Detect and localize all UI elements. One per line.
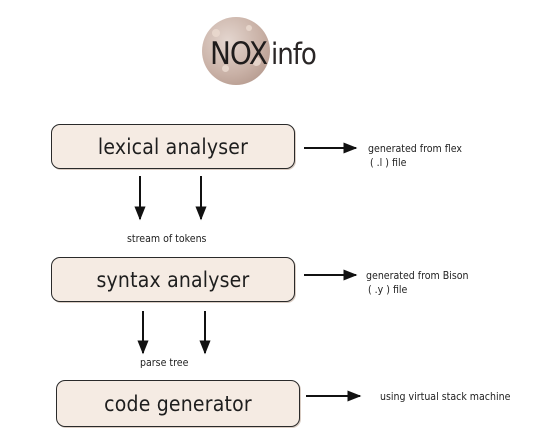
- note-code: using virtual stack machine: [380, 390, 510, 404]
- note-syntax: generated from Bison ( .y ) file: [366, 269, 469, 297]
- stage-box-code-generator: code generator: [56, 380, 300, 427]
- logo-brand: NOX: [210, 36, 268, 72]
- stage-label: lexical analyser: [97, 134, 249, 159]
- note-line: ( .l ) file: [370, 157, 407, 169]
- stage-box-syntax-analyser: syntax analyser: [51, 257, 295, 302]
- stage-label: syntax analyser: [96, 267, 250, 292]
- note-line: ( .y ) file: [368, 284, 408, 296]
- connection-label-stream-of-tokens: stream of tokens: [127, 233, 207, 245]
- note-line: using virtual stack machine: [380, 391, 511, 403]
- stage-box-lexical-analyser: lexical analyser: [51, 124, 295, 169]
- logo-suffix: info: [270, 37, 317, 71]
- logo-disc: [202, 17, 270, 85]
- note-line: generated from flex: [368, 143, 462, 155]
- note-lexical: generated from flex ( .l ) file: [368, 142, 462, 170]
- connection-label-parse-tree: parse tree: [140, 357, 189, 369]
- note-line: generated from Bison: [366, 270, 469, 282]
- stage-label: code generator: [104, 391, 252, 416]
